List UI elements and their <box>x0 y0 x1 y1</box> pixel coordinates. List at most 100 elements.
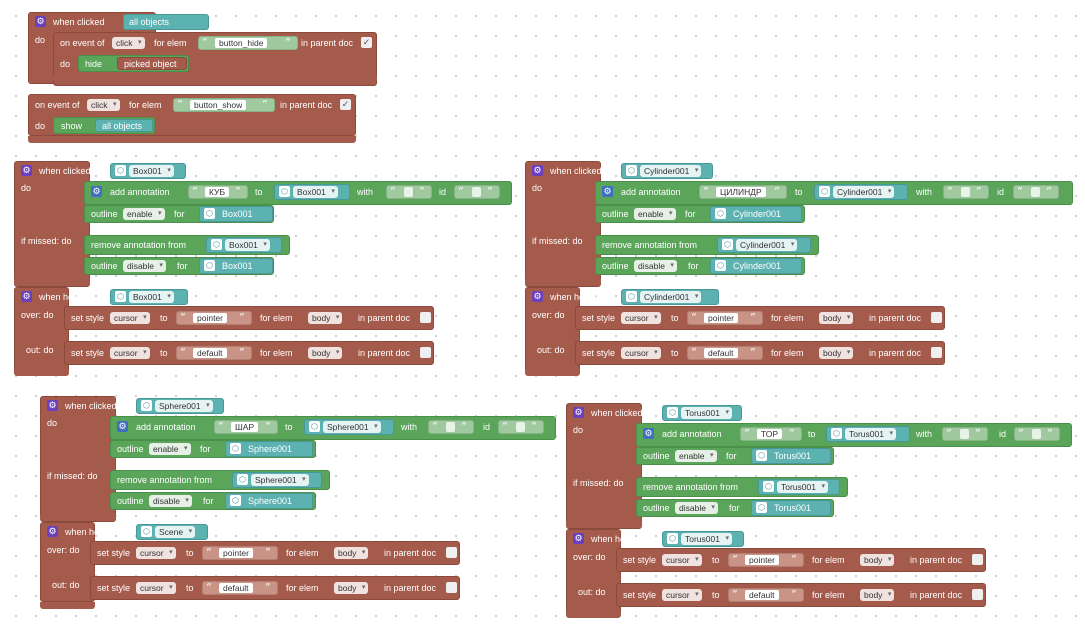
id-text[interactable]: “” <box>498 420 544 434</box>
style-value-text[interactable]: pointer <box>219 548 253 558</box>
button-show-string[interactable]: “ button_show ” <box>173 98 275 112</box>
outline-target[interactable] <box>225 493 313 509</box>
object-select[interactable]: Cylinder001 <box>640 165 702 177</box>
all-objects-block[interactable] <box>95 119 153 132</box>
object-select[interactable]: Cylinder001 <box>736 239 798 251</box>
style-property[interactable]: cursor <box>110 347 150 359</box>
parent-doc-checkbox[interactable] <box>420 347 431 358</box>
style-value[interactable]: “pointer” <box>202 546 278 560</box>
outline-target[interactable] <box>225 441 313 457</box>
object-select[interactable]: Sphere001 <box>251 474 309 486</box>
annotation-text[interactable]: “ ТОР ” <box>740 427 802 441</box>
id-text[interactable]: “” <box>454 185 500 199</box>
style-value-text[interactable]: pointer <box>704 313 738 323</box>
elem-select[interactable]: body <box>334 547 369 559</box>
style-property[interactable]: cursor <box>662 554 702 566</box>
style-property[interactable]: cursor <box>136 547 176 559</box>
outline-target[interactable] <box>751 448 831 464</box>
annotation-value[interactable]: ЦИЛИНДР <box>716 187 766 197</box>
outline-mode[interactable]: enable <box>123 208 165 220</box>
id-text[interactable]: “” <box>1014 427 1060 441</box>
object-select[interactable]: Sphere001 <box>323 421 381 433</box>
style-value[interactable]: “pointer” <box>728 553 804 567</box>
style-value-text[interactable]: pointer <box>193 313 227 323</box>
style-value-text[interactable]: default <box>704 348 738 358</box>
elem-select[interactable]: body <box>860 589 895 601</box>
add-annotation-block[interactable] <box>84 181 512 205</box>
outline-target[interactable] <box>199 206 273 222</box>
when-clicked-block[interactable] <box>14 161 90 287</box>
object-select[interactable]: Scene <box>155 526 196 538</box>
gear-icon[interactable]: ⚙ <box>532 291 543 302</box>
parent-doc-checkbox[interactable] <box>446 582 457 593</box>
style-value[interactable]: “default” <box>728 588 804 602</box>
parent-doc-checkbox[interactable] <box>972 554 983 565</box>
style-value[interactable]: “pointer” <box>687 311 763 325</box>
parent-doc-checkbox[interactable] <box>446 547 457 558</box>
style-value[interactable]: “pointer” <box>176 311 252 325</box>
outline-mode[interactable]: disable <box>149 495 192 507</box>
object-select[interactable]: Box001 <box>225 239 270 251</box>
parent-doc-checkbox[interactable]: ✓ <box>340 99 351 110</box>
parent-doc-checkbox[interactable] <box>931 347 942 358</box>
parent-doc-checkbox[interactable] <box>972 589 983 600</box>
style-property[interactable]: cursor <box>621 312 661 324</box>
style-property[interactable]: cursor <box>136 582 176 594</box>
style-value-text[interactable]: default <box>193 348 227 358</box>
elem-select[interactable]: body <box>819 347 854 359</box>
annotation-value[interactable]: ШАР <box>231 422 259 432</box>
style-property[interactable]: cursor <box>621 347 661 359</box>
elem-select[interactable]: body <box>308 347 343 359</box>
style-value-text[interactable]: pointer <box>745 555 779 565</box>
parent-doc-checkbox[interactable]: ✓ <box>361 37 372 48</box>
style-property[interactable]: cursor <box>662 589 702 601</box>
gear-icon[interactable]: ⚙ <box>573 533 584 544</box>
outline-mode[interactable]: disable <box>123 260 166 272</box>
annotation-text[interactable]: “ ЦИЛИНДР ” <box>699 185 787 199</box>
outline-target[interactable] <box>710 206 802 222</box>
outline-mode[interactable]: disable <box>634 260 677 272</box>
style-property[interactable]: cursor <box>110 312 150 324</box>
elem-select[interactable]: body <box>334 582 369 594</box>
button-show-value[interactable]: button_show <box>190 100 247 110</box>
gear-icon[interactable]: ⚙ <box>643 428 654 439</box>
with-text[interactable]: “” <box>943 185 989 199</box>
style-value[interactable]: “default” <box>687 346 763 360</box>
style-value[interactable]: “default” <box>176 346 252 360</box>
event-dropdown[interactable]: click <box>112 37 145 49</box>
gear-icon[interactable]: ⚙ <box>21 291 32 302</box>
annotation-text[interactable]: “ КУБ ” <box>188 185 248 199</box>
gear-icon[interactable]: ⚙ <box>47 526 58 537</box>
button-hide-string[interactable]: “ button_hide ” <box>198 36 298 50</box>
gear-icon[interactable]: ⚙ <box>47 400 58 411</box>
with-text[interactable]: “” <box>386 185 432 199</box>
object-select[interactable]: Torus001 <box>845 428 896 440</box>
outline-mode[interactable]: enable <box>675 450 717 462</box>
when-hovered-block[interactable] <box>525 287 580 375</box>
when-clicked-block[interactable] <box>566 403 642 529</box>
object-select[interactable]: Box001 <box>293 186 338 198</box>
with-text[interactable]: “” <box>428 420 474 434</box>
outline-mode[interactable]: enable <box>149 443 191 455</box>
style-value[interactable]: “default” <box>202 581 278 595</box>
annotation-value[interactable]: КУБ <box>205 187 230 197</box>
object-select[interactable]: Box001 <box>129 291 174 303</box>
event-dropdown[interactable]: click <box>87 99 120 111</box>
object-select[interactable]: Torus001 <box>777 481 828 493</box>
elem-select[interactable]: body <box>308 312 343 324</box>
annotation-value[interactable]: ТОР <box>757 429 783 439</box>
all-objects-dropdown[interactable] <box>123 14 209 30</box>
annotation-text[interactable]: “ ШАР ” <box>214 420 278 434</box>
object-select[interactable]: Torus001 <box>681 533 732 545</box>
when-clicked-block[interactable] <box>40 396 116 522</box>
gear-icon[interactable]: ⚙ <box>21 165 32 176</box>
object-select[interactable]: Cylinder001 <box>640 291 702 303</box>
outline-target[interactable] <box>710 258 802 274</box>
gear-icon[interactable]: ⚙ <box>532 165 543 176</box>
picked-object-block[interactable] <box>117 57 187 70</box>
style-value-text[interactable]: default <box>745 590 779 600</box>
gear-icon[interactable]: ⚙ <box>91 186 102 197</box>
when-clicked-block[interactable] <box>525 161 601 287</box>
gear-icon[interactable]: ⚙ <box>573 407 584 418</box>
